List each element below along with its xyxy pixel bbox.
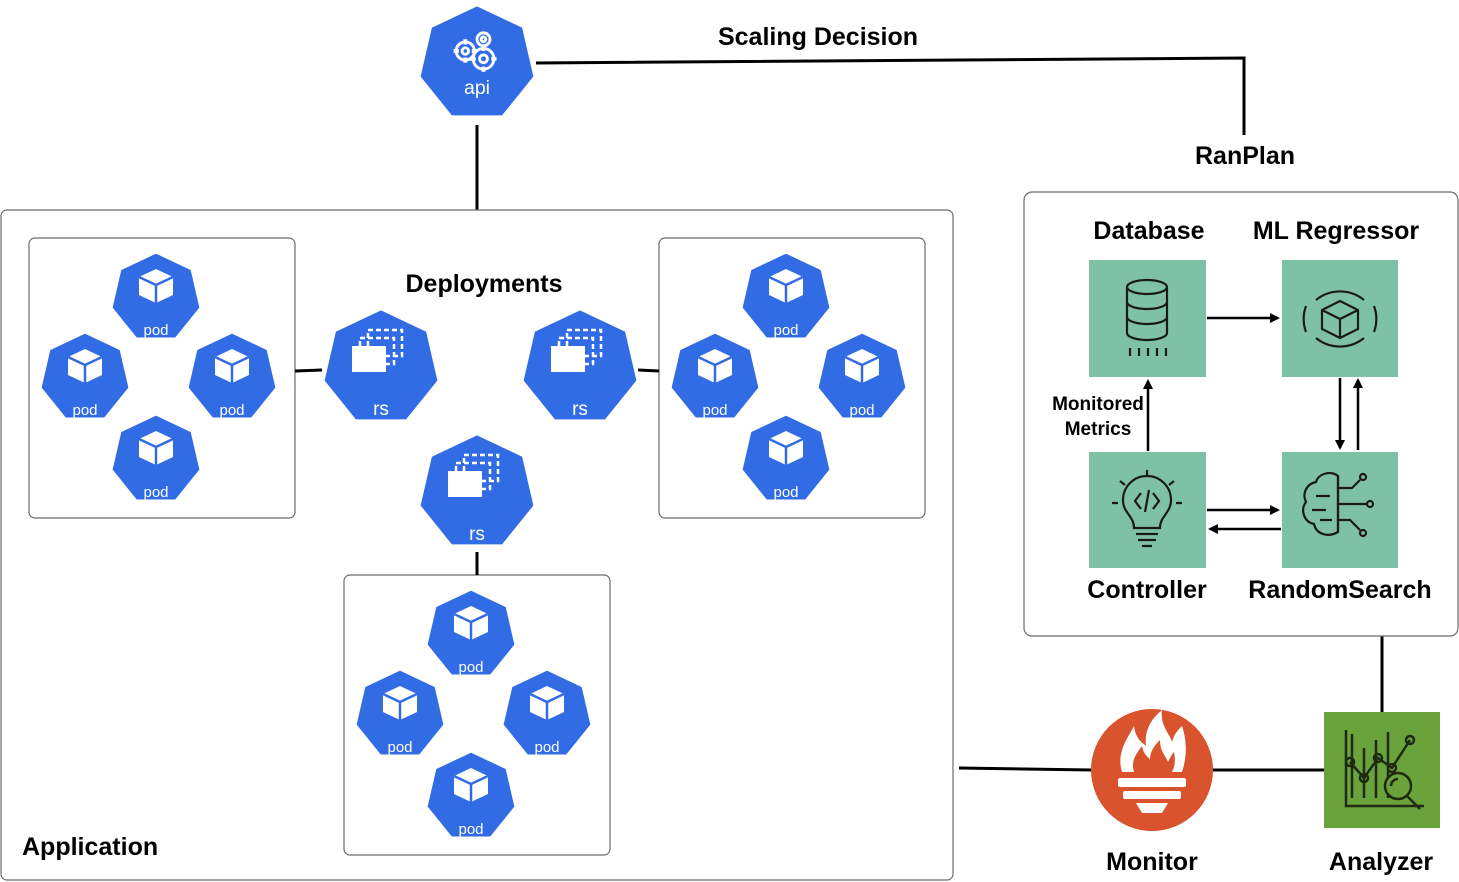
pod-icon-label: pod — [387, 739, 412, 756]
replicaset-icon: rs — [522, 308, 639, 421]
pod-icon-label: pod — [702, 402, 727, 419]
ml-regressor-icon — [1282, 260, 1398, 377]
api-icon-label: api — [464, 77, 490, 99]
monitor-label: Monitor — [1106, 848, 1198, 876]
replicaset-icon: rs — [419, 433, 536, 546]
ranplan-label: RanPlan — [1195, 142, 1295, 170]
pod-icon: pod — [670, 332, 760, 419]
pod-icon: pod — [355, 669, 445, 756]
pod-icon: pod — [741, 414, 831, 501]
pod-icon: pod — [817, 332, 907, 419]
rs-icon-label: rs — [373, 399, 389, 420]
pod-icon-label: pod — [458, 659, 483, 676]
pod-icon-label: pod — [458, 821, 483, 838]
pod-icon-label: pod — [773, 322, 798, 339]
rs-left-wire — [294, 368, 323, 373]
ml-regressor-label: ML Regressor — [1253, 217, 1420, 245]
pod-icon: pod — [187, 332, 277, 419]
pod-group-left — [28, 237, 296, 519]
pod-icon: pod — [502, 669, 592, 756]
scaling-decision-label: Scaling Decision — [718, 23, 918, 51]
random-search-icon — [1282, 452, 1398, 568]
monitored-metrics-label-line2: Metrics — [1065, 419, 1132, 440]
pod-icon: pod — [111, 252, 201, 339]
pod-icon: pod — [741, 252, 831, 339]
analyzer-label: Analyzer — [1329, 848, 1433, 876]
pod-icon-label: pod — [773, 484, 798, 501]
monitored-metrics-label-line1: Monitored — [1052, 394, 1144, 415]
replicaset-icon: rs — [323, 308, 440, 421]
pod-icon: pod — [111, 414, 201, 501]
database-icon — [1089, 260, 1206, 377]
analyzer-icon — [1324, 712, 1440, 828]
pod-icon-label: pod — [849, 402, 874, 419]
database-label: Database — [1093, 217, 1204, 245]
controller-icon — [1089, 452, 1206, 568]
rs-icon-label: rs — [572, 399, 588, 420]
rs-icon-label: rs — [469, 524, 485, 545]
random-search-label: RandomSearch — [1248, 576, 1431, 604]
pod-icon-label: pod — [72, 402, 97, 419]
pod-group-right — [658, 237, 926, 519]
api-server-icon: api — [416, 2, 538, 120]
pod-icon-label: pod — [219, 402, 244, 419]
pod-icon-label: pod — [534, 739, 559, 756]
prometheus-monitor-icon — [1091, 709, 1213, 831]
pod-icon: pod — [426, 589, 516, 676]
rs-right-wire — [637, 368, 660, 373]
application-to-monitor-wire — [958, 766, 1093, 772]
pod-icon: pod — [40, 332, 130, 419]
pod-icon-label: pod — [143, 322, 168, 339]
pod-icon-label: pod — [143, 484, 168, 501]
application-label: Application — [22, 833, 158, 861]
deployments-label: Deployments — [406, 270, 563, 298]
controller-label: Controller — [1087, 576, 1207, 604]
scaling-decision-wire — [535, 56, 1246, 135]
pod-icon: pod — [426, 751, 516, 838]
